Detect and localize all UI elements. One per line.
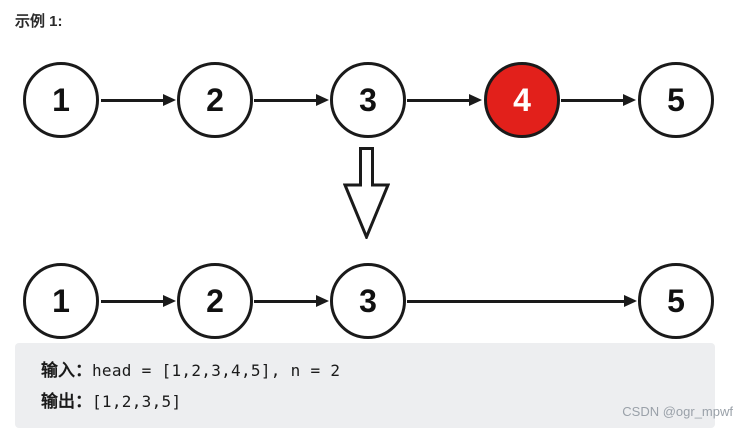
next-pointer-arrow-icon — [101, 295, 176, 308]
node-after-3: 3 — [330, 263, 406, 339]
next-pointer-arrow-icon — [101, 94, 176, 107]
node-label: 2 — [206, 81, 224, 118]
node-label: 3 — [359, 282, 377, 319]
input-value: head = [1,2,3,4,5], n = 2 — [92, 361, 341, 380]
example-io-box: 输入：head = [1,2,3,4,5], n = 2 输出：[1,2,3,5… — [15, 343, 715, 428]
node-before-1: 1 — [23, 62, 99, 138]
node-after-2: 2 — [177, 263, 253, 339]
node-before-5: 5 — [638, 62, 714, 138]
output-value: [1,2,3,5] — [92, 392, 182, 411]
node-label: 5 — [667, 282, 685, 319]
next-pointer-arrow-icon — [561, 94, 636, 107]
input-label: 输入： — [41, 361, 92, 380]
next-pointer-arrow-icon — [407, 295, 637, 308]
node-label: 2 — [206, 282, 224, 319]
example-title: 示例 1: — [15, 13, 63, 30]
next-pointer-arrow-icon — [407, 94, 482, 107]
input-line: 输入：head = [1,2,3,4,5], n = 2 — [41, 356, 715, 387]
down-arrow-icon — [343, 147, 390, 239]
output-line: 输出：[1,2,3,5] — [41, 387, 715, 418]
node-label: 1 — [52, 282, 70, 319]
node-label: 5 — [667, 81, 685, 118]
next-pointer-arrow-icon — [254, 295, 329, 308]
node-label: 1 — [52, 81, 70, 118]
node-after-5: 5 — [638, 263, 714, 339]
node-after-1: 1 — [23, 263, 99, 339]
node-label: 4 — [513, 81, 531, 118]
node-before-3: 3 — [330, 62, 406, 138]
node-label: 3 — [359, 81, 377, 118]
next-pointer-arrow-icon — [254, 94, 329, 107]
node-before-4-removed: 4 — [484, 62, 560, 138]
output-label: 输出： — [41, 392, 92, 411]
watermark: CSDN @ogr_mpwf — [622, 404, 733, 419]
node-before-2: 2 — [177, 62, 253, 138]
